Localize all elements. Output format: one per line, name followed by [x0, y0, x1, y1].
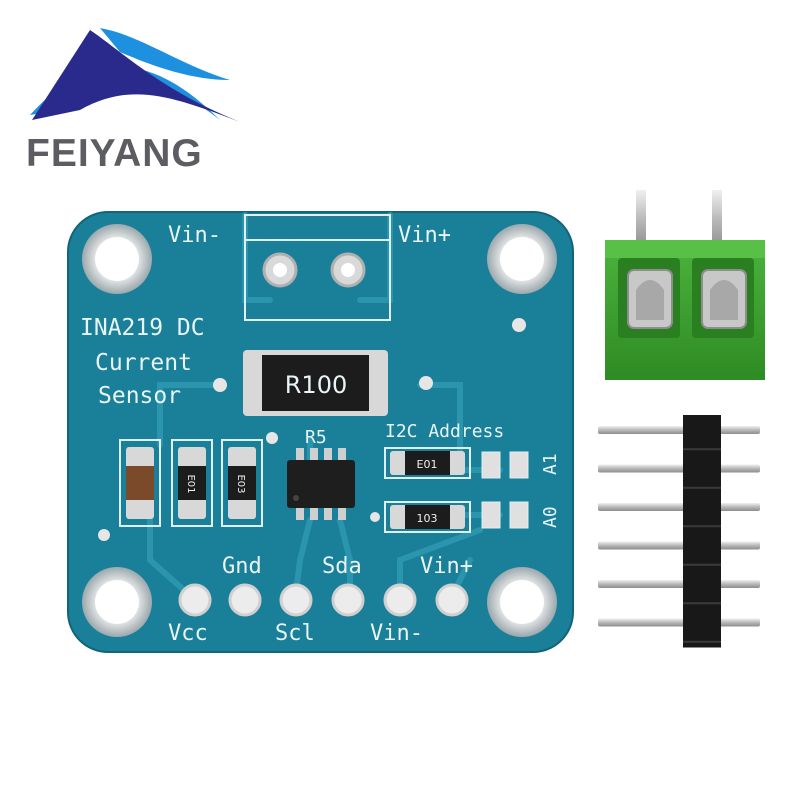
mounting-holes — [82, 224, 557, 637]
component-label-2: E03 — [235, 474, 246, 493]
shunt-resistor: R100 — [243, 350, 388, 416]
header-pin — [598, 464, 760, 473]
pin-header-body — [683, 415, 721, 648]
pin-label-sda: Sda — [322, 554, 362, 579]
pin-header — [598, 415, 760, 648]
header-pin — [598, 580, 760, 588]
pin-label-scl: Scl — [275, 621, 315, 646]
resistor-value-label: R100 — [285, 371, 347, 399]
label-i2c-address: I2C Address — [385, 421, 504, 442]
label-vin-minus-top: Vin- — [168, 223, 221, 248]
label-a1: A1 — [540, 453, 561, 475]
pin-label-gnd: Gnd — [222, 554, 262, 579]
header-pin — [598, 618, 760, 627]
ina219-chip — [287, 448, 355, 520]
label-r5: R5 — [305, 427, 327, 448]
header-pads — [178, 583, 469, 617]
component-label-1: E01 — [185, 474, 196, 493]
addr-res-label-2: 103 — [417, 512, 438, 525]
header-pin — [598, 541, 760, 550]
terminal-outline — [244, 214, 391, 321]
label-title-line2: Current — [95, 350, 192, 376]
smd-components-left: E01 E03 — [119, 439, 263, 527]
logo-swoosh-dark — [32, 30, 240, 122]
feiyang-logo — [30, 28, 240, 122]
header-pin — [598, 426, 760, 434]
pin-label-vin-plus: Vin+ — [420, 554, 473, 579]
screw-terminal-block — [605, 190, 765, 380]
address-resistors: E01 103 — [384, 447, 529, 533]
label-a0: A0 — [540, 506, 561, 528]
addr-res-label-1: E01 — [417, 458, 438, 471]
label-vin-plus-top: Vin+ — [398, 223, 451, 248]
pin-label-vcc: Vcc — [168, 621, 208, 646]
label-title-line1: INA219 DC — [80, 315, 205, 341]
label-title-line3: Sensor — [98, 383, 181, 409]
header-pin — [598, 503, 760, 511]
pin-label-vin-minus: Vin- — [370, 621, 423, 646]
brand-name: FEIYANG — [26, 132, 203, 175]
